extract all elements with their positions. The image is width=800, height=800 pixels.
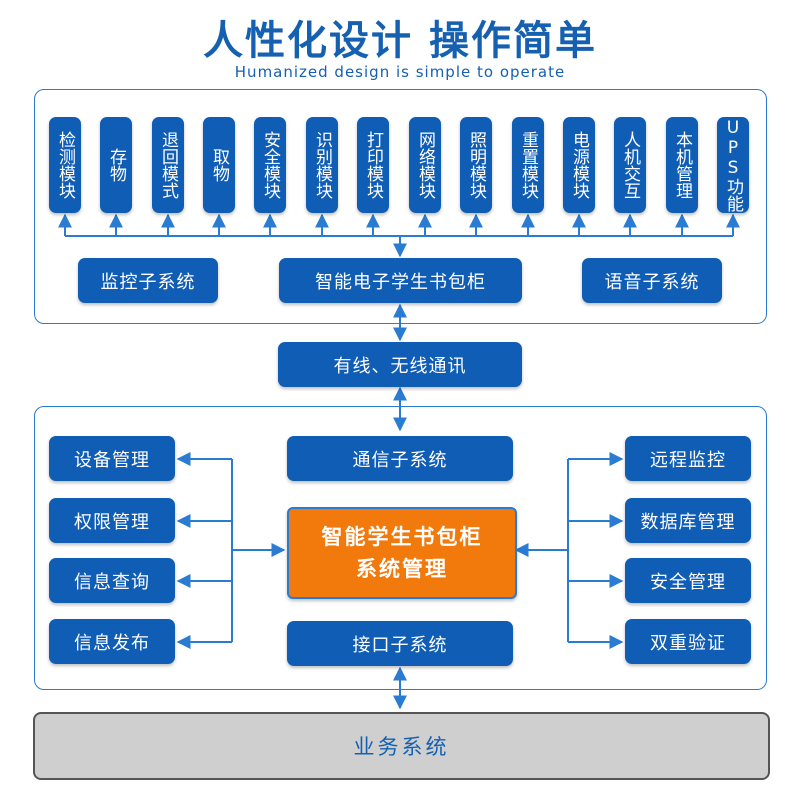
module-store: 存物 [100, 117, 132, 213]
page-subtitle: Humanized design is simple to operate [234, 63, 566, 81]
module-power: 电源模块 [563, 117, 595, 213]
comm-subsystem: 通信子系统 [287, 436, 513, 481]
module-recognition: 识别模块 [306, 117, 338, 213]
interface-subsystem: 接口子系统 [287, 621, 513, 666]
center-line-2: 系统管理 [356, 557, 448, 581]
module-return-mode: 退回模式 [152, 117, 184, 213]
module-lighting: 照明模块 [460, 117, 492, 213]
module-security: 安全模块 [254, 117, 286, 213]
module-reset: 重置模块 [512, 117, 544, 213]
info-query: 信息查询 [49, 558, 175, 603]
module-retrieve: 取物 [203, 117, 235, 213]
device-management: 设备管理 [49, 436, 175, 481]
module-local-mgmt: 本机管理 [666, 117, 698, 213]
dual-verification: 双重验证 [625, 619, 751, 664]
security-management: 安全管理 [625, 558, 751, 603]
remote-monitoring: 远程监控 [625, 436, 751, 481]
module-network: 网络模块 [409, 117, 441, 213]
module-detection: 检测模块 [49, 117, 81, 213]
wired-wireless-comm: 有线、无线通讯 [278, 342, 522, 387]
smart-cabinet: 智能电子学生书包柜 [279, 258, 522, 303]
database-management: 数据库管理 [625, 498, 751, 543]
business-system: 业务系统 [33, 712, 770, 780]
permission-management: 权限管理 [49, 498, 175, 543]
page-title: 人性化设计 操作简单 [203, 18, 597, 64]
info-publish: 信息发布 [49, 619, 175, 664]
module-ups: UPS功能 [717, 117, 749, 213]
module-hmi: 人机交互 [614, 117, 646, 213]
monitor-subsystem: 监控子系统 [78, 258, 218, 303]
voice-subsystem: 语音子系统 [582, 258, 722, 303]
system-management-center: 智能学生书包柜 系统管理 [287, 507, 517, 599]
center-line-1: 智能学生书包柜 [321, 525, 483, 549]
module-printing: 打印模块 [357, 117, 389, 213]
